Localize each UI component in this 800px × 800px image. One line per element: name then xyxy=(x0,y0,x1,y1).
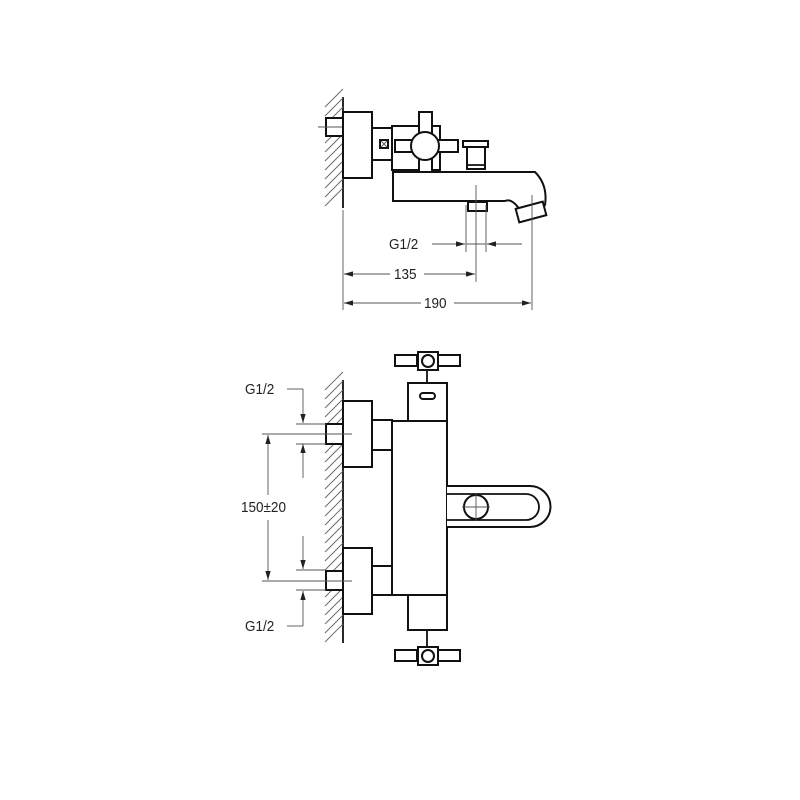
hatch-line xyxy=(324,479,344,499)
upper-cap xyxy=(407,382,448,422)
dim-thread-lower-label: G1/2 xyxy=(245,618,275,635)
bottom-cross-handle-icon xyxy=(394,630,461,666)
hatch-line xyxy=(324,169,344,189)
dim-total-label: 190 xyxy=(424,295,447,312)
hatch-line xyxy=(324,488,344,508)
bottom-connector xyxy=(467,201,488,212)
wall-hatch xyxy=(324,88,344,208)
side-view xyxy=(318,88,548,310)
hatch-line xyxy=(324,524,344,544)
thermostat-body xyxy=(391,420,448,596)
hatch-line xyxy=(324,461,344,481)
hatch-line xyxy=(324,623,344,643)
hatch-line xyxy=(324,596,344,616)
hatch-line xyxy=(324,187,344,207)
hatch-line xyxy=(324,551,344,571)
hatch-line xyxy=(324,389,344,409)
hatch-line xyxy=(324,443,344,463)
wall-flange xyxy=(342,111,373,179)
hatch-line xyxy=(324,614,344,634)
hatch-line xyxy=(324,380,344,400)
temperature-indicator xyxy=(419,392,436,400)
lower-cap xyxy=(407,594,448,631)
dim-thread-upper-label: G1/2 xyxy=(245,381,275,398)
front-view xyxy=(262,351,552,666)
hatch-line xyxy=(324,605,344,625)
hatch-line xyxy=(324,497,344,517)
hatch-line xyxy=(324,142,344,162)
diverter-knob-icon xyxy=(462,140,489,170)
hatch-line xyxy=(324,178,344,198)
hatch-line xyxy=(324,97,344,117)
spout-top-view xyxy=(447,485,552,528)
hatch-line xyxy=(324,506,344,526)
hatch-line xyxy=(324,452,344,472)
spout-outlet xyxy=(514,200,548,224)
hatch-line xyxy=(324,151,344,171)
dim-thread-label: G1/2 xyxy=(389,236,419,253)
hatch-line xyxy=(324,88,344,108)
hatch-line xyxy=(324,470,344,490)
top-cross-handle-icon xyxy=(394,351,461,383)
hatch-line xyxy=(324,542,344,562)
hatch-line xyxy=(324,515,344,535)
dim-spout-label: 135 xyxy=(394,266,417,283)
hatch-line xyxy=(324,371,344,391)
dim-spacing-label: 150±20 xyxy=(241,499,286,516)
hatch-line xyxy=(324,160,344,180)
cross-handle-icon xyxy=(394,111,459,181)
hatch-line xyxy=(324,398,344,418)
hatch-line xyxy=(324,533,344,553)
